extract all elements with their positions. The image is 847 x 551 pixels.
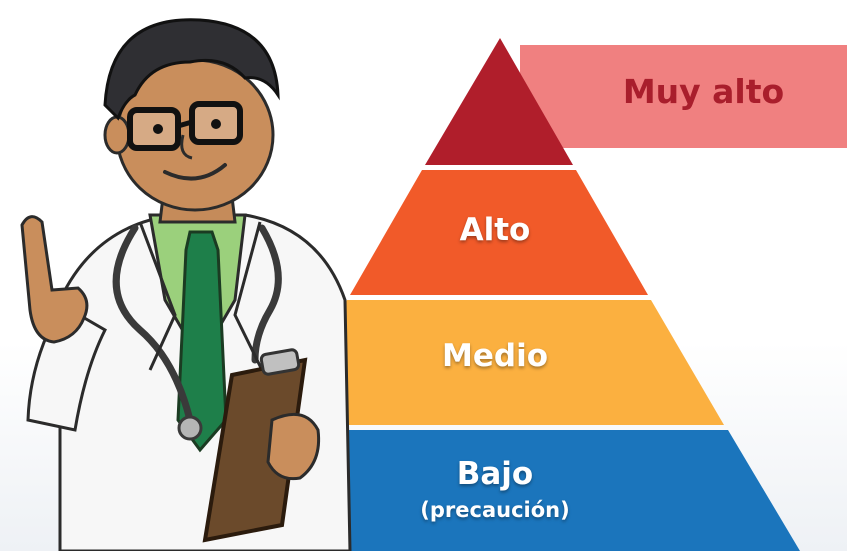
level-label-muy-alto: Muy alto [622, 72, 785, 111]
doctor-illustration [20, 18, 352, 551]
clipboard-icon [202, 348, 308, 543]
stethoscope-chestpiece [177, 415, 203, 441]
doctor-hair [103, 18, 280, 121]
holding-hand [266, 412, 321, 481]
level-label-bajo: Bajo [456, 456, 534, 492]
level-label-medio: Medio [442, 338, 548, 374]
level-label-alto: Alto [459, 212, 531, 248]
pyramid-level-muy-alto [425, 38, 573, 165]
pointing-hand [20, 215, 89, 344]
pyramid-level-medio [275, 300, 724, 425]
pyramid-level-alto [350, 170, 648, 295]
tie-icon [176, 230, 228, 453]
level-sublabel-bajo: (precaución) [420, 498, 570, 522]
muy-alto-tag [520, 45, 847, 148]
stethoscope-icon [112, 224, 282, 424]
